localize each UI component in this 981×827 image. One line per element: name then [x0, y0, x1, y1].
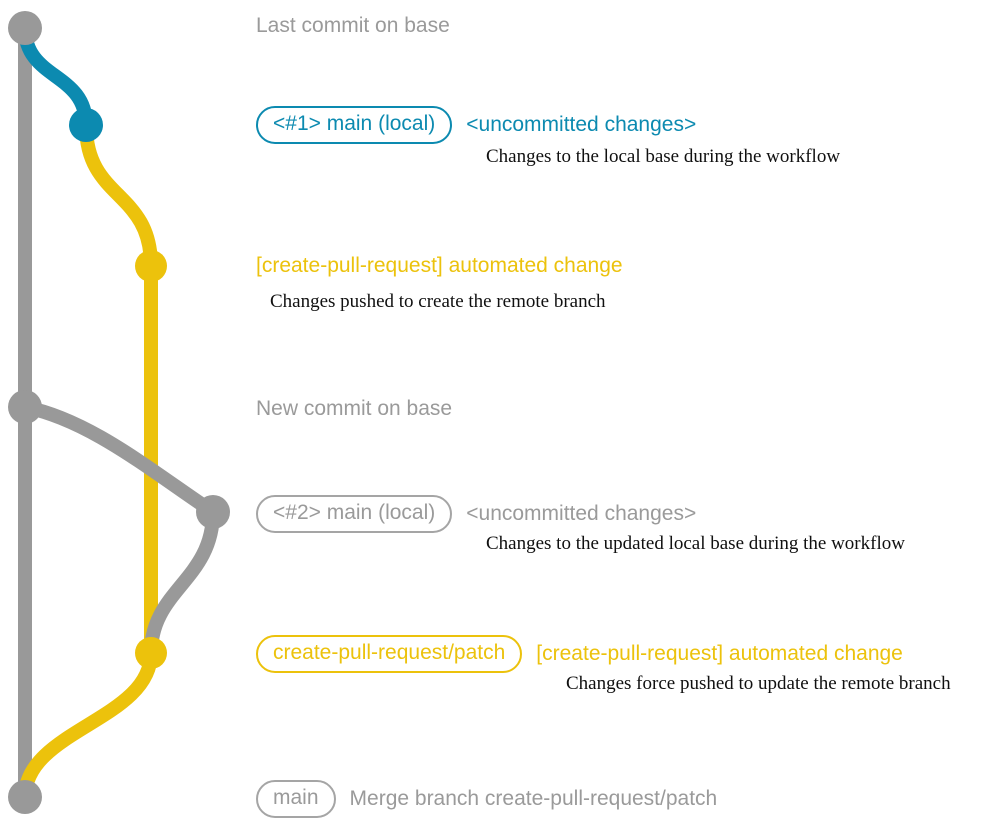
commit-node-merge[interactable] [8, 780, 42, 814]
entry-note-local-uncommitted-1: Changes to the local base during the wor… [486, 146, 841, 167]
entry-note-local-uncommitted-2: Changes to the updated local base during… [486, 533, 905, 554]
branch-badge-pr-patch[interactable]: create-pull-request/patch [256, 635, 523, 674]
merge-line [18, 646, 158, 804]
entry-merge-commit: main Merge branch create-pull-request/pa… [256, 780, 718, 819]
commit-node-local-2[interactable] [196, 495, 230, 529]
entry-note-automated-change-2: Changes force pushed to update the remot… [566, 673, 951, 694]
commit-subject-local-1: <uncommitted changes> [466, 113, 697, 137]
entry-last-commit-on-base-headline: Last commit on base [256, 14, 450, 37]
pr-branch-line-1 [79, 118, 158, 273]
local-branch-line-2 [18, 400, 220, 519]
local-to-pr-line-2 [144, 505, 220, 660]
entry-local-uncommitted-1: <#1> main (local) <uncommitted changes> [256, 106, 697, 145]
entry-note-automated-change-1: Changes pushed to create the remote bran… [270, 291, 606, 312]
commit-node-base-last[interactable] [8, 11, 42, 45]
commit-node-base-new[interactable] [8, 390, 42, 424]
local-branch-line-1 [18, 21, 93, 132]
commit-node-automated-1[interactable] [135, 250, 167, 282]
entry-automated-change-2: create-pull-request/patch [create-pull-r… [256, 635, 903, 674]
branch-badge-main[interactable]: main [256, 780, 336, 819]
branch-graph [8, 11, 230, 814]
entry-automated-change-1-headline: [create-pull-request] automated change [256, 254, 623, 277]
entry-new-commit-on-base-headline: New commit on base [256, 397, 453, 420]
branch-badge-local-2[interactable]: <#2> main (local) [256, 495, 453, 534]
commit-subject-merge: Merge branch create-pull-request/patch [349, 787, 718, 811]
commit-node-local-1[interactable] [69, 108, 103, 142]
entry-local-uncommitted-2: <#2> main (local) <uncommitted changes> [256, 495, 697, 534]
branch-badge-local-1[interactable]: <#1> main (local) [256, 106, 453, 145]
commit-subject-automated-2: [create-pull-request] automated change [536, 642, 903, 666]
commit-node-automated-2[interactable] [135, 637, 167, 669]
commit-subject-local-2: <uncommitted changes> [466, 502, 697, 526]
